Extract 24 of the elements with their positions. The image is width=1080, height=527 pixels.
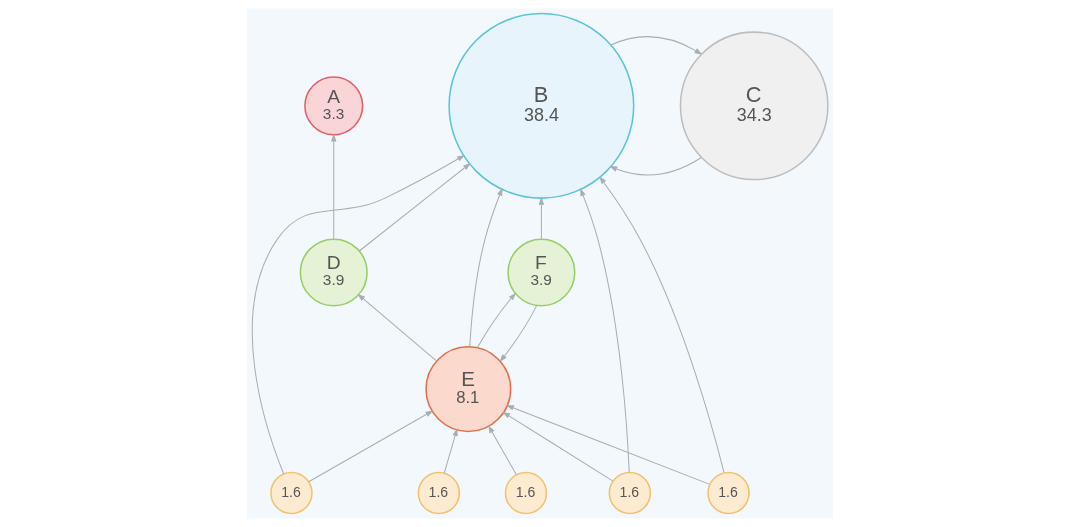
arrow — [308, 410, 434, 483]
arrow — [331, 133, 337, 240]
arrow — [538, 196, 545, 240]
node-circle: 1.6 — [608, 471, 652, 515]
arrow — [251, 154, 465, 475]
arrow — [609, 157, 702, 176]
arrow — [502, 411, 614, 482]
arrow — [580, 188, 630, 473]
node-circle: 1.6 — [417, 471, 461, 515]
arrow — [599, 176, 725, 473]
arrow — [469, 187, 503, 347]
node-circle: 1.6 — [270, 471, 313, 515]
arrow — [506, 405, 711, 485]
node-circle: 1.6 — [504, 471, 548, 515]
node-circle: 1.6 — [707, 471, 750, 515]
node-circle: C 34.3 — [679, 31, 829, 181]
arrow — [359, 162, 471, 252]
arrow — [488, 425, 517, 475]
arrow — [499, 305, 538, 363]
arrow — [443, 428, 458, 474]
arrow — [476, 292, 516, 349]
arrow — [357, 293, 437, 362]
arrow — [610, 36, 703, 55]
node-circle: A 3.3 — [304, 76, 364, 136]
